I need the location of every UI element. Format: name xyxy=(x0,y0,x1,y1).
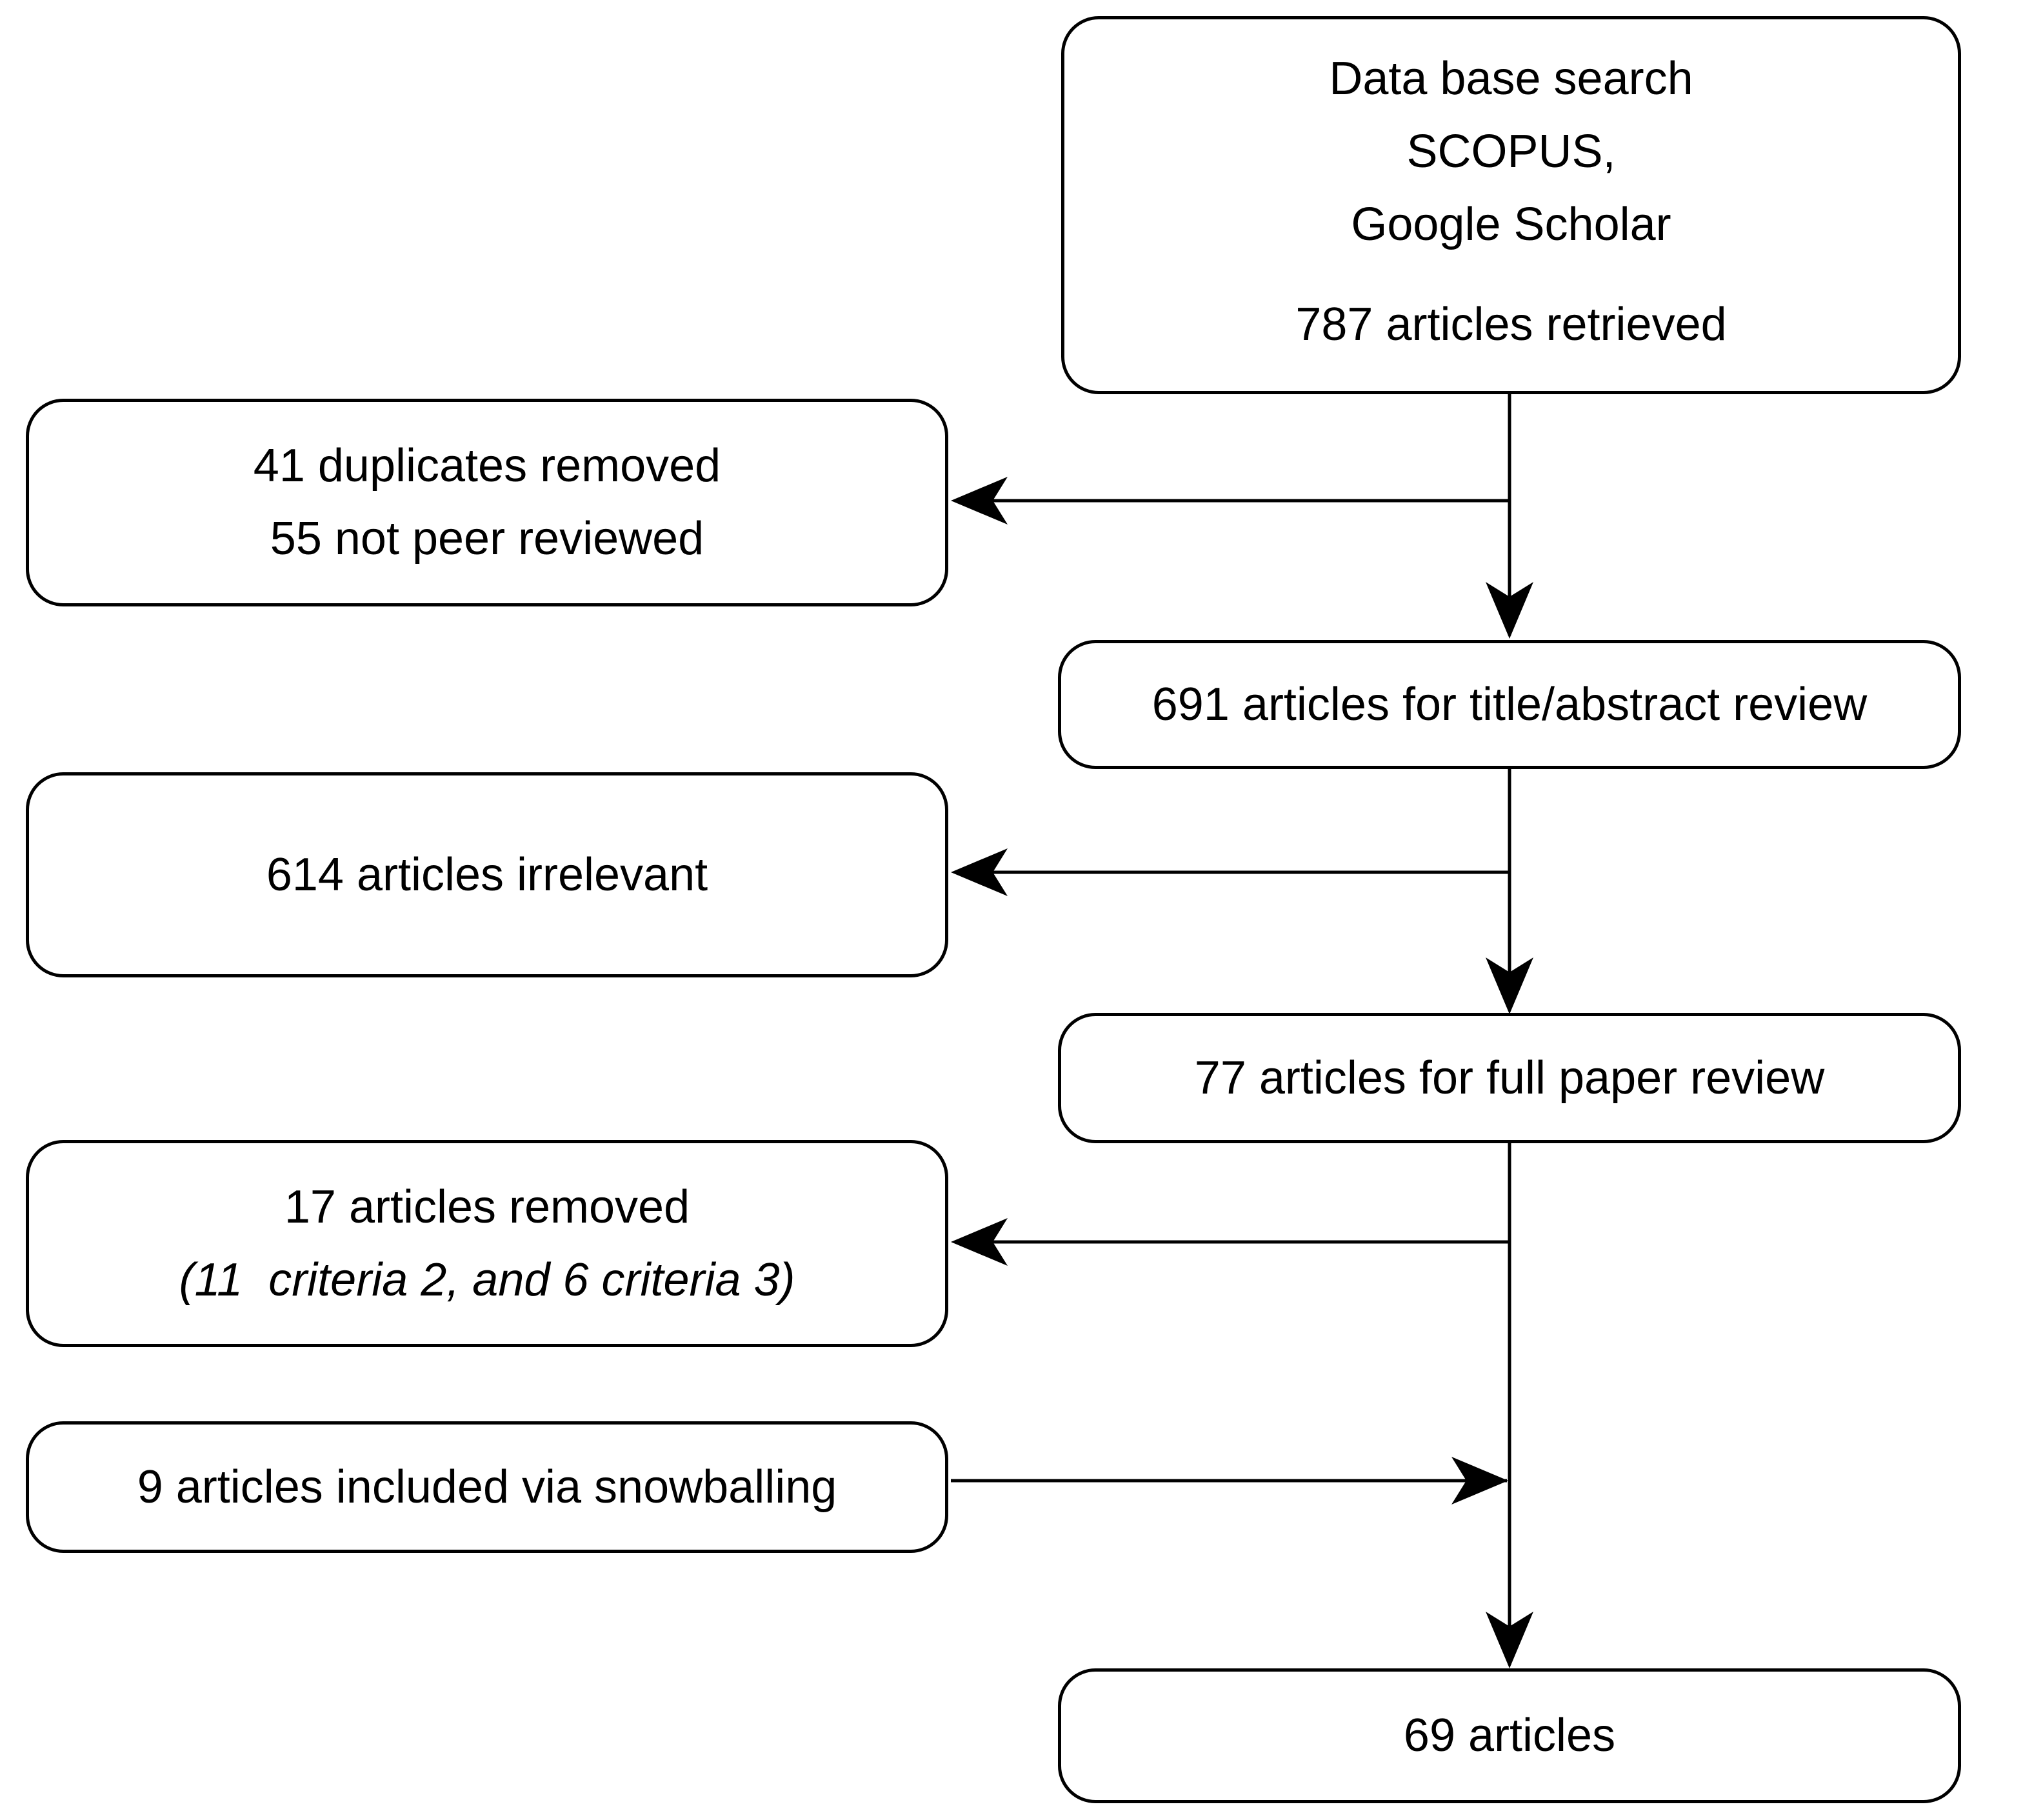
box-full-paper-review: 77 articles for full paper review xyxy=(1058,1013,1961,1143)
full-paper-review-line: 77 articles for full paper review xyxy=(1194,1052,1825,1104)
box-articles-removed: 17 articles removed (11 criteria 2, and … xyxy=(26,1140,948,1347)
arrowhead-down-into-final-icon xyxy=(1486,1612,1533,1668)
box-articles-irrelevant: 614 articles irrelevant xyxy=(26,772,948,977)
database-search-line-1: Data base search xyxy=(1329,53,1693,105)
arrowhead-down-into-full-paper-icon xyxy=(1486,957,1533,1014)
database-search-line-3: Google Scholar xyxy=(1351,199,1671,250)
snowballing-line: 9 articles included via snowballing xyxy=(137,1461,837,1513)
duplicates-removed-line-2: 55 not peer reviewed xyxy=(270,513,704,565)
final-articles-line: 69 articles xyxy=(1403,1710,1616,1761)
title-abstract-review-line: 691 articles for title/abstract review xyxy=(1151,678,1868,730)
arrowhead-down-into-title-abstract-icon xyxy=(1486,582,1533,639)
box-title-abstract-review: 691 articles for title/abstract review xyxy=(1058,640,1961,769)
box-snowballing: 9 articles included via snowballing xyxy=(26,1421,948,1553)
duplicates-removed-line-1: 41 duplicates removed xyxy=(253,440,721,492)
articles-removed-line-2: (11 criteria 2, and 6 criteria 3) xyxy=(179,1254,795,1306)
box-final-articles: 69 articles xyxy=(1058,1668,1961,1803)
box-duplicates-removed: 41 duplicates removed 55 not peer review… xyxy=(26,399,948,606)
arrowhead-left-into-removed-icon xyxy=(951,1218,1008,1266)
arrowhead-left-into-irrelevant-icon xyxy=(951,848,1008,896)
database-search-line-2: SCOPUS, xyxy=(1406,126,1616,177)
articles-removed-line-1: 17 articles removed xyxy=(284,1181,690,1233)
arrowhead-right-from-snowballing-icon xyxy=(1451,1457,1508,1505)
articles-irrelevant-line: 614 articles irrelevant xyxy=(266,848,708,901)
box-database-search: Data base search SCOPUS, Google Scholar … xyxy=(1061,16,1961,394)
database-search-result: 787 articles retrieved xyxy=(1295,299,1727,350)
arrowhead-left-into-duplicates-icon xyxy=(951,477,1008,525)
